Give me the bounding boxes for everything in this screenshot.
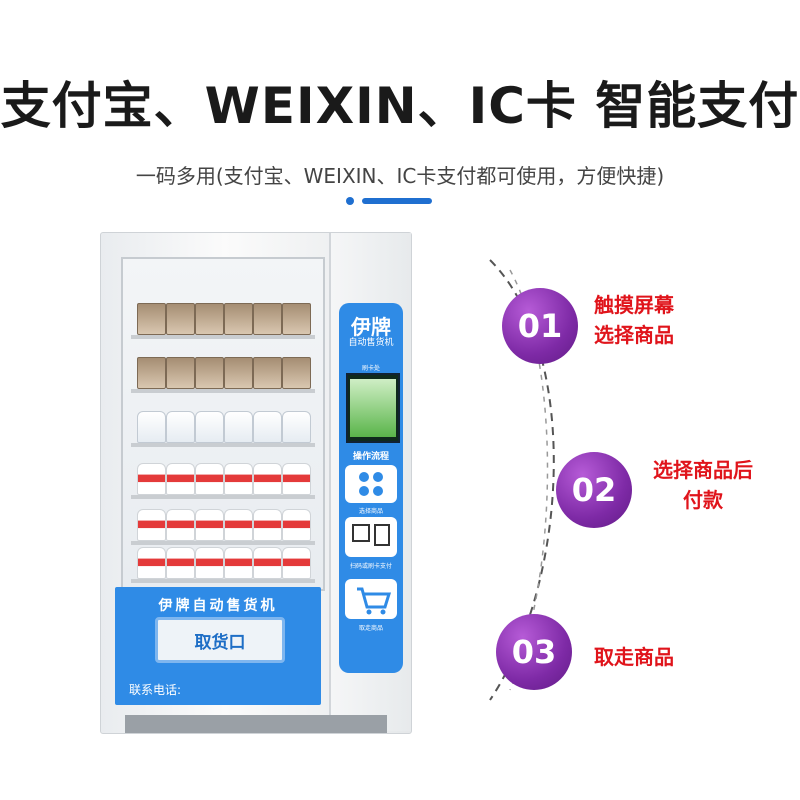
step-3-line1: 取走商品 [594,645,674,669]
step-2-line2: 付款 [683,488,723,512]
product-item [253,357,282,389]
panel-step3-label: 取走商品 [358,625,383,632]
shelf [131,495,315,499]
control-side-panel: 伊牌 自动售货机 刷卡处 操作流程 选择商品 扫码或刷卡支付 [329,233,411,731]
product-item [282,411,311,443]
product-item [224,509,253,541]
page-title: 支付宝、WEIXIN、IC卡 智能支付 [0,77,800,135]
product-item [195,463,224,495]
contact-phone: 联系电话: [129,683,182,697]
shelf [131,541,315,545]
shelf [131,579,315,583]
cart-icon [357,587,392,615]
product-item [282,357,311,389]
step-1-text: 触摸屏幕 选择商品 [594,290,674,350]
step-2-line1: 选择商品后 [653,458,753,482]
dot [346,197,354,205]
product-item [253,547,282,579]
product-item [166,411,195,443]
shelf [131,443,315,447]
pickup-label: 取货口 [194,633,246,653]
product-item [253,463,282,495]
machine-base [125,715,387,733]
product-item [137,357,166,389]
product-item [224,547,253,579]
step-1-line2: 选择商品 [594,323,674,347]
touch-screen[interactable] [346,373,400,443]
front-panel: 伊牌自动售货机 取货口 联系电话: [115,587,321,705]
screen-caption: 刷卡处 [361,365,380,372]
product-item [224,357,253,389]
step-3-text: 取走商品 [594,642,674,672]
step-2-text: 选择商品后 付款 [638,455,768,515]
product-item [253,509,282,541]
display-window [121,257,325,591]
product-item [137,411,166,443]
product-item [253,303,282,335]
blue-info-panel: 伊牌 自动售货机 刷卡处 操作流程 选择商品 扫码或刷卡支付 [339,303,403,673]
product-item [282,463,311,495]
pickup-door[interactable]: 取货口 [155,617,285,663]
product-item [224,303,253,335]
product-item [253,411,282,443]
product-item [166,303,195,335]
screen-image [350,379,396,437]
brand-subtitle: 自动售货机 [348,338,394,348]
shelf [131,389,315,393]
panel-step1-label: 选择商品 [358,508,383,515]
product-item [224,411,253,443]
product-item [195,509,224,541]
brand-name: 伊牌 [351,315,391,339]
take-goods-card [345,579,397,619]
process-title: 操作流程 [352,452,389,462]
product-item [137,303,166,335]
scan-code-icon [352,524,390,546]
product-item [195,411,224,443]
product-item [195,547,224,579]
product-item [166,509,195,541]
product-item [166,463,195,495]
product-item [282,547,311,579]
panel-step2-label: 扫码或刷卡支付 [349,563,392,570]
page-subtitle: 一码多用(支付宝、WEIXIN、IC卡支付都可使用，方便快捷) [135,164,665,188]
product-item [195,357,224,389]
step-3-circle: 03 [496,614,572,690]
step-1-circle: 01 [502,288,578,364]
step-2-circle: 02 [556,452,632,528]
decorative-dots [346,197,436,205]
keypad-icon [359,472,383,496]
select-goods-card [345,465,397,503]
front-title: 伊牌自动售货机 [158,598,278,614]
vending-machine: 伊牌 自动售货机 刷卡处 操作流程 选择商品 扫码或刷卡支付 [100,232,412,734]
product-item [137,547,166,579]
pay-card [345,517,397,557]
product-item [282,303,311,335]
shelf [131,335,315,339]
product-item [195,303,224,335]
product-item [224,463,253,495]
product-item [137,509,166,541]
product-item [282,509,311,541]
dash-bar [362,198,432,204]
product-item [166,357,195,389]
product-item [137,463,166,495]
product-item [166,547,195,579]
step-1-line1: 触摸屏幕 [594,293,674,317]
